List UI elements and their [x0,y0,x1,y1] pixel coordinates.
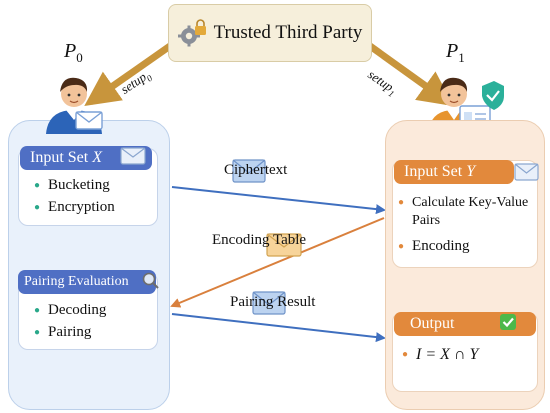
gear-lock-icon [177,19,206,47]
pairing-result-envelope-icon [252,291,286,315]
ciphertext-label: Ciphertext [224,162,288,178]
encoding-table-arrow [170,217,385,308]
setup1-arrow [367,43,454,107]
setup0-arrow [84,43,173,107]
p1-input-item-key-value: ● Calculate Key-Value Pairs [398,195,529,228]
p0-eval-item-decoding: ● Decoding [34,302,107,318]
p0-avatar-icon [46,77,103,134]
encoding-table-envelope-icon [266,233,302,257]
p0-input-item-encryption: ● Encryption [34,199,115,215]
ttp-title: Trusted Third Party [213,22,363,43]
envelope-icon [514,163,539,181]
p0-evaluation-header: Pairing Evaluation [18,270,156,294]
bullet-icon: ● [34,202,41,213]
bullet-icon: ● [34,305,41,316]
p0-input-item-bucketing: ● Bucketing [34,177,110,193]
bullet-icon: ● [398,241,405,252]
p1-input-header: Input Set Y [394,160,514,184]
bullet-icon: ● [34,327,41,338]
pairing-result-arrow [171,313,386,343]
bullet-icon: ● [398,197,405,208]
bullet-icon: ● [402,349,409,360]
ciphertext-envelope-icon [232,159,266,183]
encoding-table-label: Encoding Table [212,232,307,248]
ciphertext-arrow [171,186,386,215]
bullet-icon: ● [34,180,41,191]
party-p0-label: P0 [64,40,83,65]
p1-output-formula: ● I = X ∩ Y [402,346,479,363]
envelope-icon [120,147,146,165]
trusted-third-party-box: Trusted Third Party [168,4,372,62]
pairing-result-label: Pairing Result [230,294,316,310]
checkmark-icon [500,314,516,330]
magnifier-icon [142,272,159,289]
p0-eval-item-pairing: ● Pairing [34,324,92,340]
party-p1-label: P1 [446,40,465,65]
p1-input-item-encoding: ● Encoding [398,238,470,254]
